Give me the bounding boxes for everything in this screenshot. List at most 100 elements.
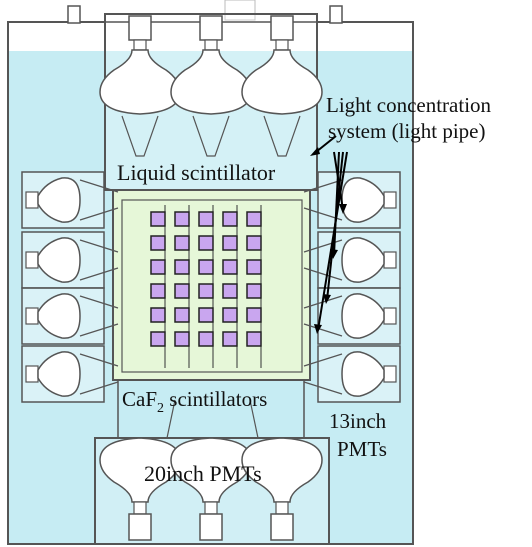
arrowhead-3 <box>323 294 331 304</box>
pmt-base <box>25 251 39 269</box>
pmt-13inch <box>21 171 119 229</box>
pmt-13inch <box>21 287 119 345</box>
pmt-20inch <box>99 15 181 157</box>
label-20inch-pmts: 20inch PMTs <box>144 461 262 486</box>
bottom-pmt-module <box>94 379 330 545</box>
pmt-base <box>270 513 294 541</box>
label-light-concentration-1: Light concentration <box>326 93 492 117</box>
caf2-crystal <box>198 211 214 227</box>
pmt-20inch <box>99 437 181 541</box>
pmt-base <box>199 15 223 41</box>
pmt-light-guide <box>79 239 119 281</box>
caf2-crystal <box>198 283 214 299</box>
pmt-base <box>270 15 294 41</box>
caf2-crystal <box>222 259 238 275</box>
pmt-bulb <box>241 49 323 115</box>
caf2-crystal <box>174 307 190 323</box>
pmt-light-guide <box>79 179 119 221</box>
pmt-20inch <box>170 15 252 157</box>
caf2-crystal <box>246 259 262 275</box>
liquid-scintillator-vessel <box>112 189 311 381</box>
arrow-4 <box>317 151 348 331</box>
caf2-crystal <box>246 211 262 227</box>
arrowhead-4 <box>314 324 322 334</box>
pmt-base <box>128 513 152 541</box>
pmt-base <box>383 365 397 383</box>
pmt-bulb <box>241 437 323 503</box>
pmt-13inch <box>21 345 119 403</box>
pmt-13inch <box>303 231 401 289</box>
left-pmt-column <box>21 171 119 403</box>
pmt-neck <box>133 39 147 51</box>
arrowhead-top <box>310 147 320 156</box>
pmt-bulb <box>99 437 181 503</box>
pmt-bulb <box>170 49 252 115</box>
pmt-13inch <box>303 345 401 403</box>
caf2-crystal <box>222 283 238 299</box>
caf2-crystal <box>150 235 166 251</box>
pmt-base <box>25 365 39 383</box>
labels: Light concentration system (light pipe) … <box>117 93 492 486</box>
caf2-crystal <box>198 259 214 275</box>
pmt-light-guide <box>303 239 343 281</box>
pmt-bulb <box>341 351 385 397</box>
pmt-base <box>25 191 39 209</box>
label-13inch-pmts: PMTs <box>337 437 387 461</box>
caf2-crystal <box>174 211 190 227</box>
caf2-crystal <box>174 259 190 275</box>
pmt-neck <box>204 501 218 515</box>
caf2-crystal <box>246 331 262 347</box>
caf2-crystal <box>198 307 214 323</box>
pmt-20inch <box>170 437 252 541</box>
pmt-base <box>199 513 223 541</box>
label-light-concentration-2: system (light pipe) <box>328 119 485 143</box>
pmt-light-guide <box>192 115 230 157</box>
pmt-bulb <box>341 293 385 339</box>
caf2-crystal <box>222 211 238 227</box>
pmt-base <box>128 15 152 41</box>
caf2-crystal <box>222 307 238 323</box>
pmt-base <box>383 191 397 209</box>
caf2-crystal <box>150 331 166 347</box>
caf2-rest: scintillators <box>164 387 267 411</box>
pmt-light-guide <box>303 353 343 395</box>
caf2-crystal <box>198 331 214 347</box>
caf2-crystal <box>222 235 238 251</box>
pmt-bulb <box>37 177 81 223</box>
pmt-bulb <box>170 437 252 503</box>
pmt-13inch <box>21 231 119 289</box>
label-caf2-scintillators: CaF2 scintillators <box>122 387 267 416</box>
light-pipe-arrows <box>315 135 348 331</box>
pmt-bulb <box>99 49 181 115</box>
pmt-neck <box>204 39 218 51</box>
pmt-neck <box>275 39 289 51</box>
pmt-bulb <box>37 237 81 283</box>
pmt-13inch <box>303 287 401 345</box>
arrow-heads <box>310 147 347 334</box>
pmt-base <box>383 251 397 269</box>
pmt-neck <box>275 501 289 515</box>
pmt-neck <box>133 501 147 515</box>
caf2-crystal <box>246 307 262 323</box>
pmt-20inch <box>241 15 323 157</box>
caf2-crystal <box>222 331 238 347</box>
tank-top-left-flange <box>67 5 81 24</box>
pmt-20inch <box>241 437 323 541</box>
pmt-base <box>25 307 39 325</box>
caf2-crystal <box>150 307 166 323</box>
caf2-crystal <box>174 235 190 251</box>
right-pmt-column <box>303 171 401 403</box>
top-pmt-module <box>99 13 323 191</box>
caf2-crystal <box>150 211 166 227</box>
pmt-bulb <box>341 237 385 283</box>
caf2-crystal <box>246 235 262 251</box>
arrowhead-2 <box>330 249 338 259</box>
caf2-crystal <box>246 283 262 299</box>
pmt-light-guide <box>79 353 119 395</box>
crystal-holder <box>121 199 303 373</box>
pmt-light-guide <box>121 115 159 157</box>
label-liquid-scintillator: Liquid scintillator <box>117 160 276 185</box>
pmt-bulb <box>37 351 81 397</box>
caf2-crystal <box>150 283 166 299</box>
